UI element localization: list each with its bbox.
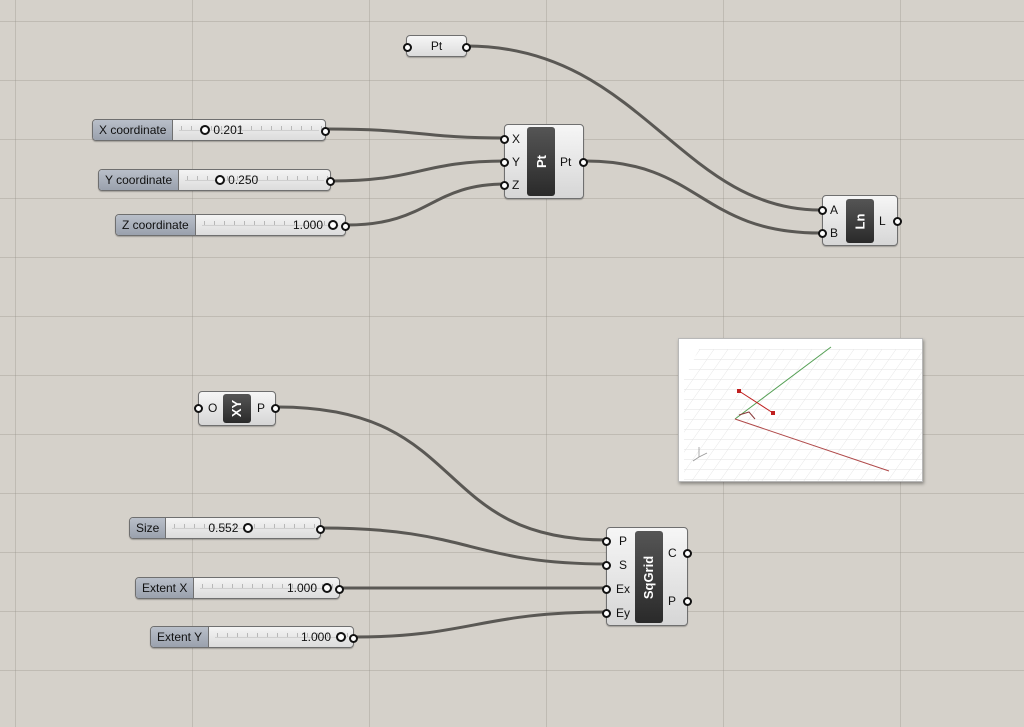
- y-slider-track[interactable]: 0.250: [179, 170, 330, 190]
- sqgrid-output-c-label: C: [668, 546, 677, 560]
- pt-param-label: Pt: [430, 39, 443, 53]
- wire-exty-to-sqgrid-ey: [353, 610, 608, 639]
- xy-input-port[interactable]: [194, 404, 203, 413]
- size-slider-value: 0.552: [208, 521, 239, 535]
- extent-y-slider-track[interactable]: 1.000: [209, 627, 353, 647]
- sqgrid-component-name: SqGrid: [641, 555, 657, 599]
- sqgrid-output-p-port[interactable]: [683, 597, 692, 606]
- extent-x-slider-value: 1.000: [286, 581, 317, 595]
- xy-component-name: XY: [229, 399, 245, 418]
- preview-point-b: [771, 411, 775, 415]
- line-input-b-port[interactable]: [818, 229, 827, 238]
- x-slider-grip[interactable]: [200, 125, 211, 135]
- sqgrid-input-ey-port[interactable]: [602, 609, 611, 618]
- preview-y-axis: [734, 346, 832, 420]
- wire-size-to-sqgrid-s: [321, 526, 608, 566]
- line-output-l-label: L: [879, 214, 886, 228]
- size-slider-output-port[interactable]: [316, 525, 325, 534]
- z-slider-value: 1.000: [292, 218, 323, 232]
- y-slider-grip[interactable]: [215, 175, 226, 185]
- sqgrid-component-core: SqGrid: [635, 531, 663, 623]
- y-slider-output-port[interactable]: [326, 177, 335, 186]
- y-slider-label: Y coordinate: [99, 170, 180, 190]
- extent-y-slider[interactable]: Extent Y 1.000: [150, 626, 358, 648]
- x-slider-value: 0.201: [213, 123, 244, 137]
- wire-pt-to-line-b: [585, 159, 821, 235]
- line-component-name: Ln: [852, 213, 868, 229]
- sqgrid-input-p-port[interactable]: [602, 537, 611, 546]
- sqgrid-output-c-port[interactable]: [683, 549, 692, 558]
- size-slider-track[interactable]: 0.552: [166, 518, 320, 538]
- line-input-a-port[interactable]: [818, 206, 827, 215]
- pt-input-z-label: Z: [512, 178, 520, 192]
- pt-input-x-port[interactable]: [500, 135, 509, 144]
- square-grid-component[interactable]: P S Ex Ey SqGrid C P: [602, 527, 692, 626]
- z-coordinate-slider[interactable]: Z coordinate 1.000: [115, 214, 350, 236]
- extent-x-slider-grip[interactable]: [322, 583, 332, 593]
- line-input-b-label: B: [830, 226, 839, 240]
- xy-input-o-label: O: [208, 401, 218, 415]
- preview-axis-gizmo-icon: [692, 447, 708, 462]
- x-slider-label: X coordinate: [93, 120, 174, 140]
- viewport-preview[interactable]: [678, 338, 923, 482]
- pt-component-core: Pt: [527, 127, 555, 196]
- xy-output-port[interactable]: [271, 404, 280, 413]
- z-slider-label: Z coordinate: [116, 215, 196, 235]
- extent-y-slider-output-port[interactable]: [349, 634, 358, 643]
- preview-x-axis: [734, 418, 890, 472]
- pt-input-y-port[interactable]: [500, 158, 509, 167]
- sqgrid-output-p-label: P: [668, 594, 677, 608]
- line-output-port[interactable]: [893, 217, 902, 226]
- extent-y-slider-value: 1.000: [300, 630, 331, 644]
- construct-point-component[interactable]: X Y Z Pt Pt: [500, 124, 588, 199]
- sqgrid-input-s-label: S: [619, 558, 628, 572]
- size-slider[interactable]: Size 0.552: [129, 517, 325, 539]
- y-slider-value: 0.250: [228, 173, 259, 187]
- xy-output-p-label: P: [257, 401, 266, 415]
- pt-output-port[interactable]: [579, 158, 588, 167]
- extent-y-slider-label: Extent Y: [151, 627, 210, 647]
- wire-xy-to-sqgrid-p: [277, 405, 608, 542]
- size-slider-label: Size: [130, 518, 167, 538]
- z-slider-grip[interactable]: [328, 220, 338, 230]
- pt-param-input-port[interactable]: [403, 43, 412, 52]
- preview-point-a: [737, 389, 741, 393]
- wire-y-to-pt: [331, 159, 507, 183]
- sqgrid-input-p-label: P: [619, 534, 628, 548]
- xy-plane-component[interactable]: O XY P: [194, 391, 280, 426]
- viewport-preview-drawing: [679, 339, 922, 481]
- sqgrid-input-s-port[interactable]: [602, 561, 611, 570]
- extent-x-slider-track[interactable]: 1.000: [194, 578, 339, 598]
- wire-z-to-pt: [346, 182, 507, 227]
- pt-component-name: Pt: [533, 155, 549, 168]
- wire-x-to-pt: [326, 127, 507, 140]
- pt-param-output-port[interactable]: [462, 43, 471, 52]
- pt-input-y-label: Y: [512, 155, 521, 169]
- x-slider-track[interactable]: 0.201: [173, 120, 325, 140]
- sqgrid-input-ey-label: Ey: [616, 606, 631, 620]
- extent-x-slider[interactable]: Extent X 1.000: [135, 577, 344, 599]
- line-component[interactable]: A B Ln L: [818, 195, 902, 246]
- z-slider-track[interactable]: 1.000: [195, 215, 345, 235]
- extent-y-slider-grip[interactable]: [336, 632, 346, 642]
- z-slider-output-port[interactable]: [341, 222, 350, 231]
- x-coordinate-slider[interactable]: X coordinate 0.201: [92, 119, 330, 141]
- pt-input-z-port[interactable]: [500, 181, 509, 190]
- sqgrid-input-ex-label: Ex: [616, 582, 631, 596]
- extent-x-slider-output-port[interactable]: [335, 585, 344, 594]
- preview-plane-marker: [738, 411, 756, 420]
- extent-x-slider-label: Extent X: [136, 578, 195, 598]
- y-coordinate-slider[interactable]: Y coordinate 0.250: [98, 169, 335, 191]
- pt-output-pt-label: Pt: [560, 155, 572, 169]
- line-input-a-label: A: [830, 203, 839, 217]
- sqgrid-input-ex-port[interactable]: [602, 585, 611, 594]
- size-slider-grip[interactable]: [243, 523, 254, 533]
- x-slider-output-port[interactable]: [321, 127, 330, 136]
- line-component-core: Ln: [846, 199, 874, 243]
- pt-parameter[interactable]: Pt: [403, 35, 471, 57]
- pt-input-x-label: X: [512, 132, 521, 146]
- xy-component-core: XY: [223, 394, 251, 423]
- preview-line: [738, 390, 774, 414]
